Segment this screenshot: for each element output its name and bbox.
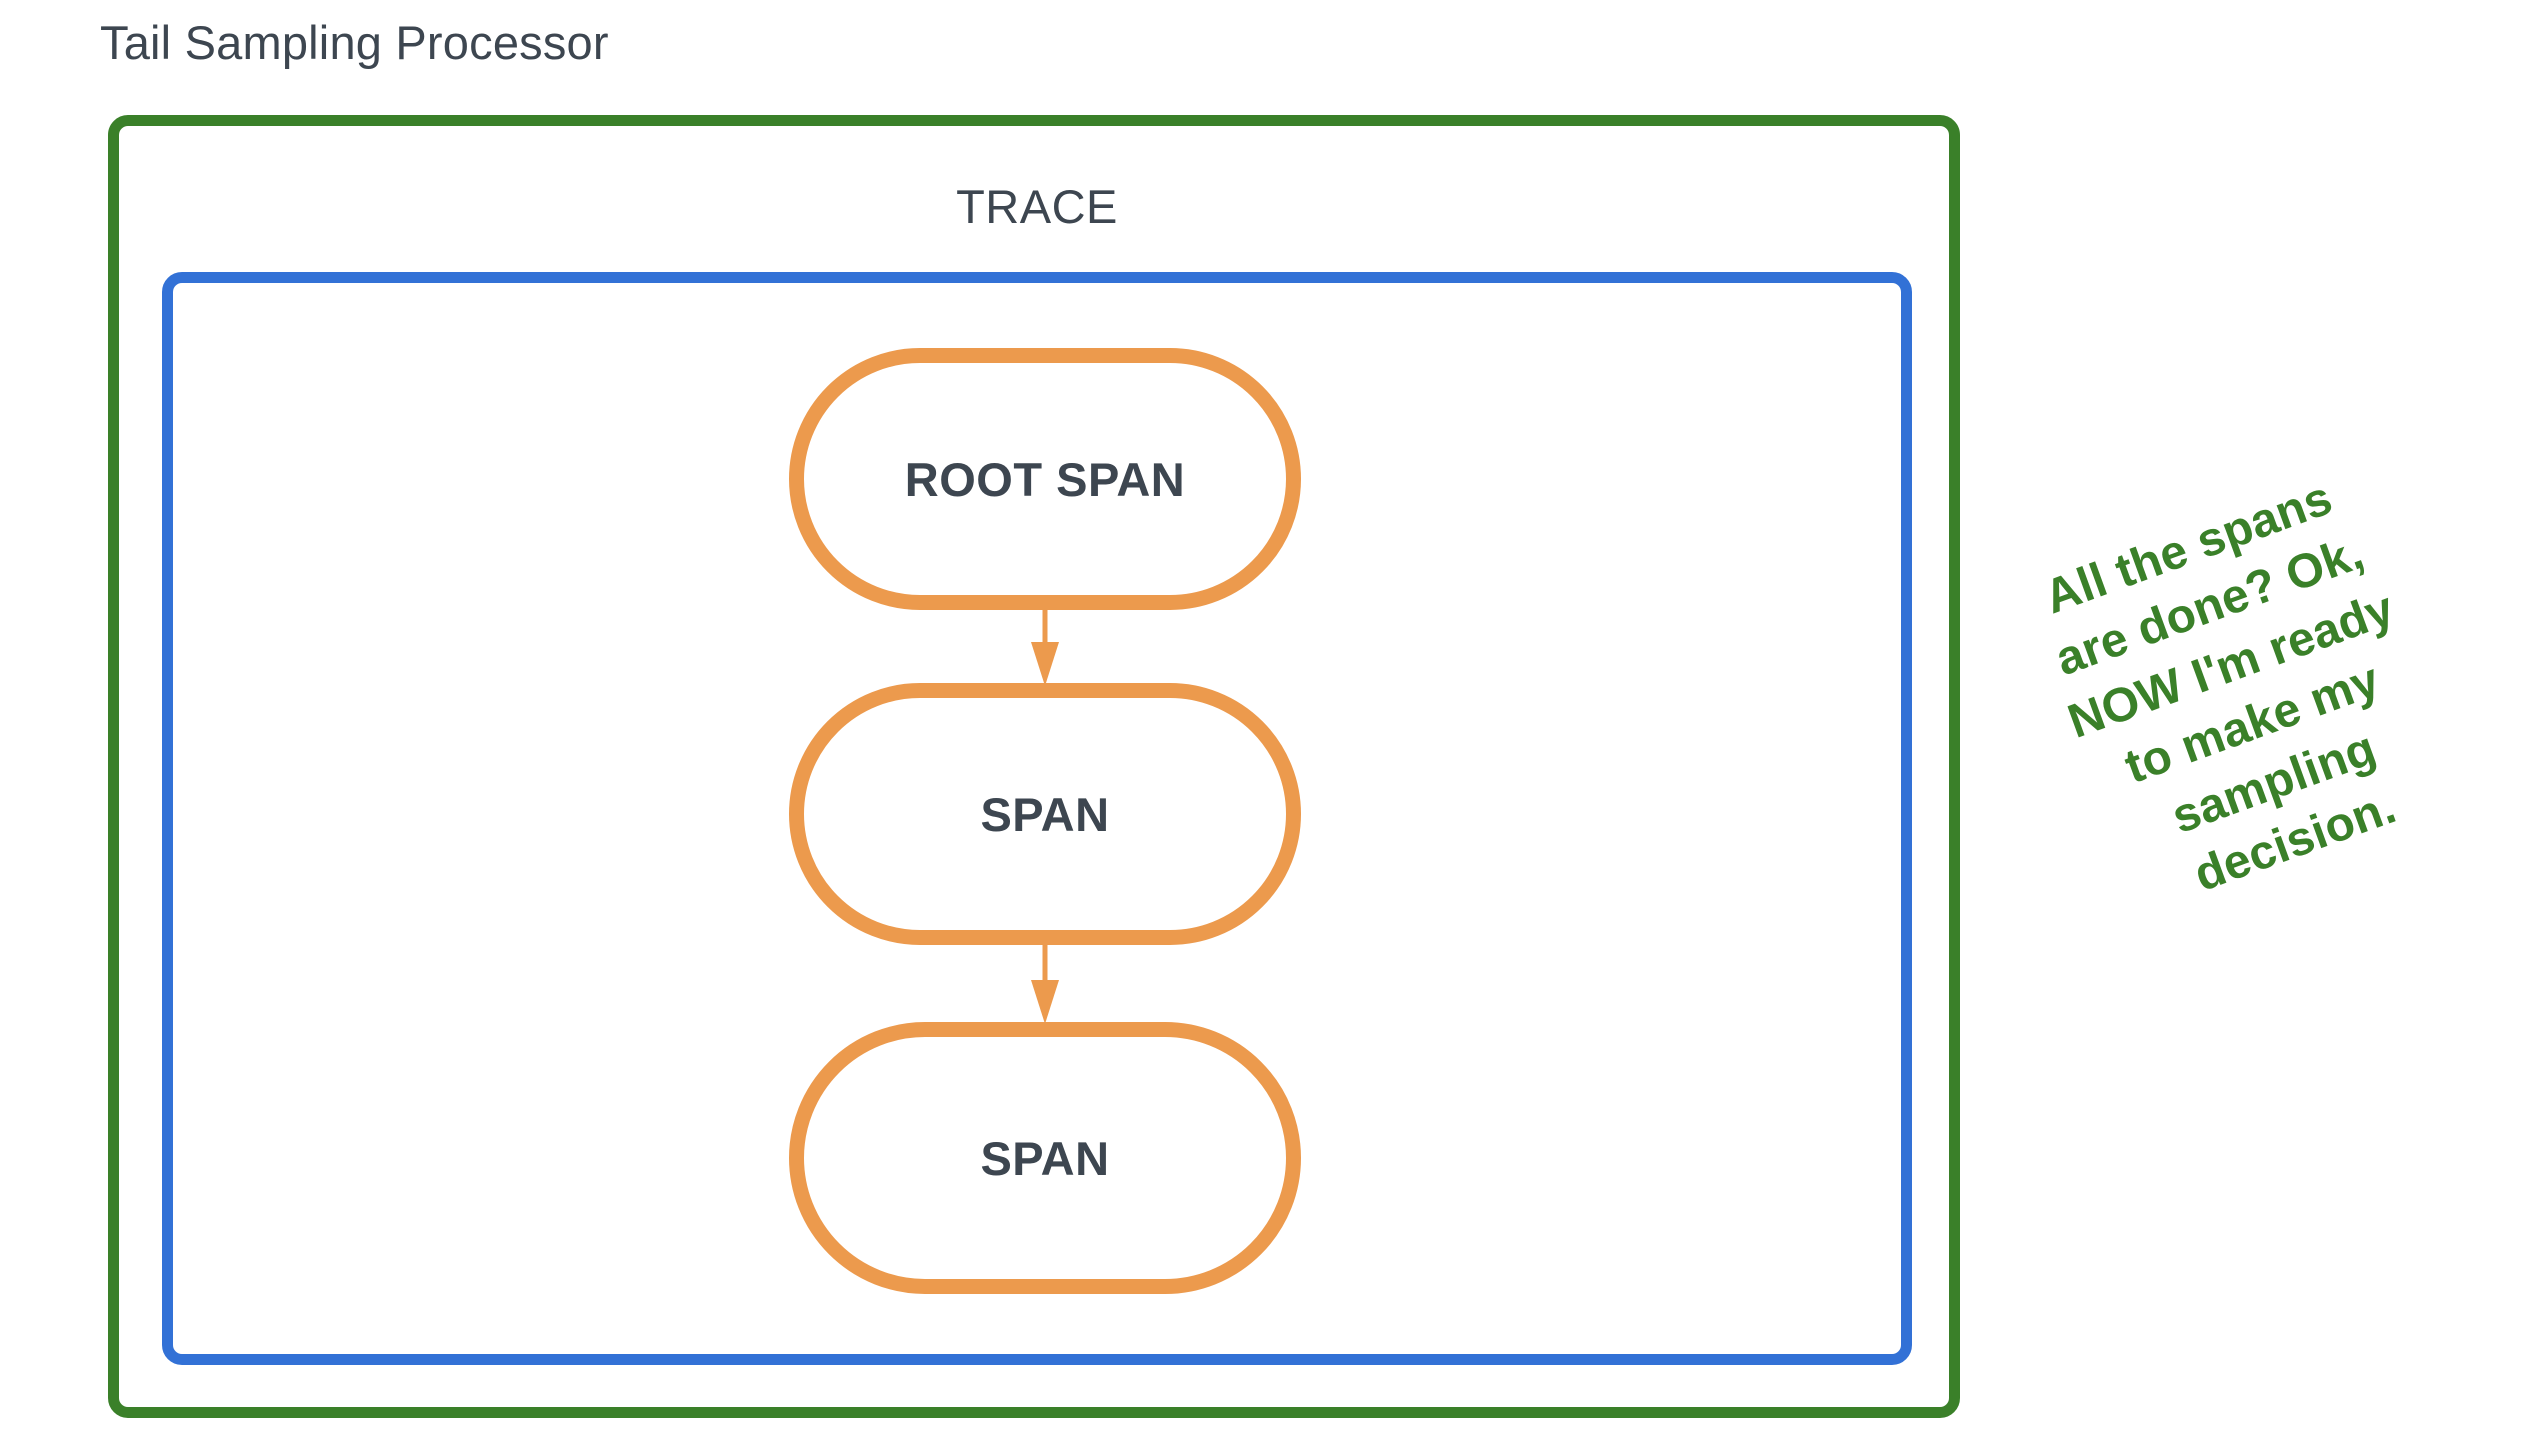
arrow-down-icon [1031,608,1059,686]
trace-label: TRACE [956,180,1118,233]
span-node-3-label: SPAN [980,1131,1110,1185]
span-node-2[interactable]: SPAN [789,683,1301,945]
arrow-root-span-to-span [1021,608,1069,688]
arrow-down-icon [1031,944,1059,1024]
span-node-2-label: SPAN [980,787,1110,841]
sampling-decision-annotation: All the spans are done? Ok, NOW I'm read… [1934,430,2542,960]
arrow-span-to-span [1021,944,1069,1026]
page-title: Tail Sampling Processor [100,16,609,69]
span-node-3[interactable]: SPAN [789,1022,1301,1294]
span-node-root-label: ROOT SPAN [904,452,1186,506]
span-node-root[interactable]: ROOT SPAN [789,348,1301,610]
